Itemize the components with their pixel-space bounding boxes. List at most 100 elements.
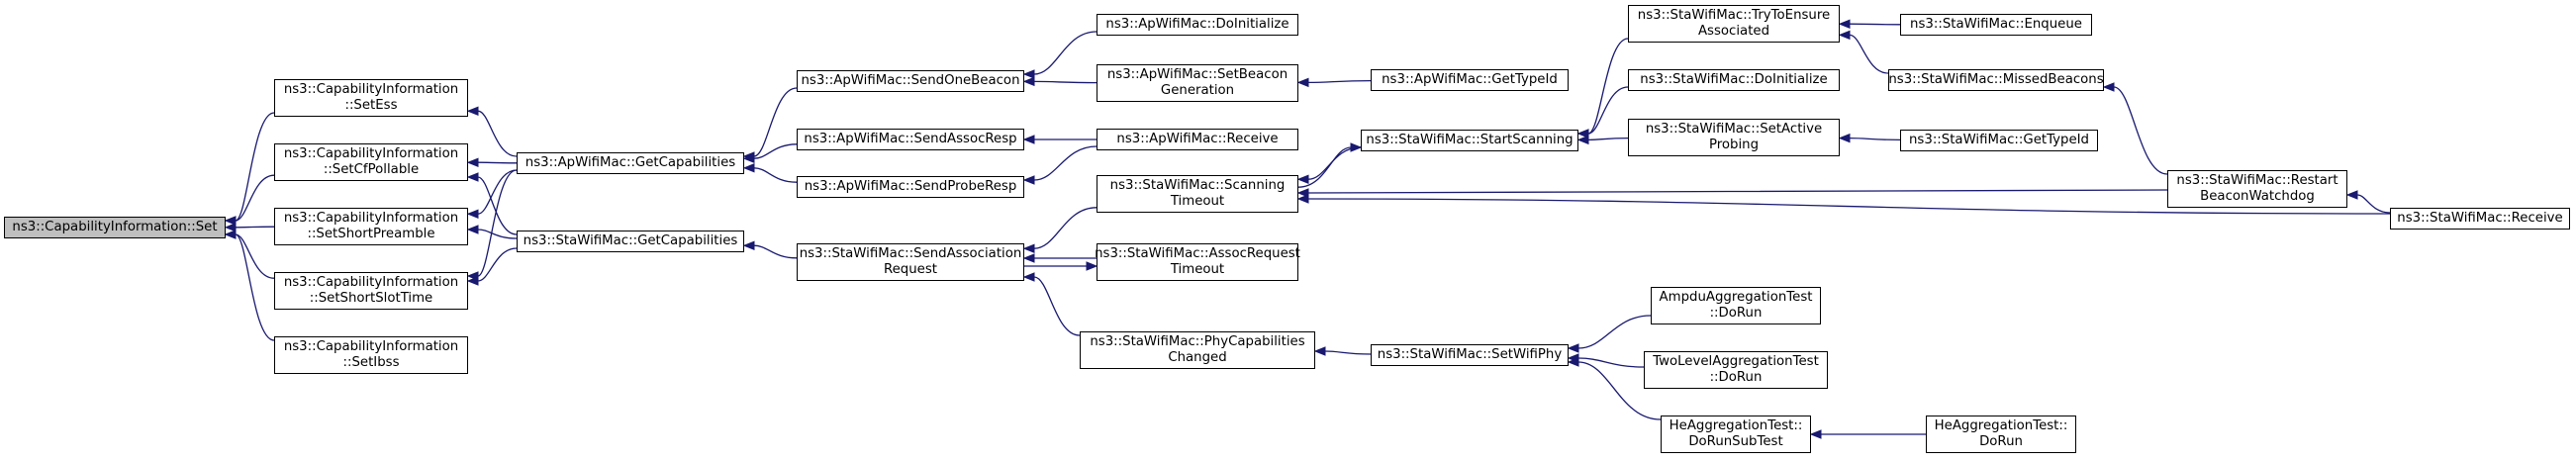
node-label: ns3::ApWifiMac::DoInitialize — [1105, 17, 1289, 32]
node-label: Timeout — [1170, 194, 1225, 209]
node-label: ns3::CapabilityInformation — [283, 339, 459, 354]
node-capabilityinformation-setshortslottime[interactable]: ns3::CapabilityInformation ::SetShortSlo… — [274, 272, 468, 310]
node-apwifimac-setbeacongeneration[interactable]: ns3::ApWifiMac::SetBeacon Generation — [1097, 64, 1298, 102]
node-stawifimac-enqueue[interactable]: ns3::StaWifiMac::Enqueue — [1900, 14, 2092, 36]
node-stawifimac-restartbeaconwatchdog[interactable]: ns3::StaWifiMac::Restart BeaconWatchdog — [2167, 170, 2347, 208]
node-label: ns3::StaWifiMac::GetTypeId — [1909, 133, 2089, 147]
call-edge — [1033, 207, 1097, 249]
node-capabilityinformation-set: ns3::CapabilityInformation::Set — [4, 217, 226, 238]
call-edge — [477, 161, 518, 164]
node-label: ns3::StaWifiMac::SetWifiPhy — [1377, 347, 1563, 362]
node-label: ns3::StaWifiMac::Restart — [2176, 173, 2338, 188]
call-edge — [2113, 86, 2168, 175]
call-edge-arrowhead — [466, 106, 479, 116]
call-edge-arrowhead — [1022, 76, 1035, 87]
node-stawifimac-missedbeacons[interactable]: ns3::StaWifiMac::MissedBeacons — [1888, 69, 2104, 91]
node-label: BeaconWatchdog — [2200, 189, 2315, 204]
node-apwifimac-gettypeid[interactable]: ns3::ApWifiMac::GetTypeId — [1371, 69, 1569, 91]
node-ampduaggregationtest-dorun[interactable]: AmpduAggregationTest ::DoRun — [1651, 287, 1821, 324]
call-edge-arrowhead — [1022, 69, 1035, 79]
call-edge — [1849, 137, 1901, 141]
node-label: ns3::ApWifiMac::GetCapabilities — [525, 155, 736, 170]
call-edge-arrowhead — [466, 276, 479, 286]
call-edge — [235, 233, 275, 279]
call-edge — [235, 233, 275, 341]
node-label: Associated — [1697, 24, 1770, 39]
call-edge-arrowhead — [1296, 188, 1309, 198]
node-label: ::DoRun — [1709, 370, 1763, 385]
node-stawifimac-trytoensureassociated[interactable]: ns3::StaWifiMac::TryToEnsure Associated — [1628, 5, 1840, 43]
node-capabilityinformation-setess[interactable]: ns3::CapabilityInformation ::SetEss — [274, 79, 468, 117]
call-edge-arrowhead — [1022, 175, 1035, 185]
node-stawifimac-sendassociationrequest[interactable]: ns3::StaWifiMac::SendAssociation Request — [797, 243, 1024, 281]
node-label: ns3::CapabilityInformation — [283, 82, 459, 97]
call-edge-arrowhead — [224, 223, 237, 232]
node-label: ::SetShortPreamble — [307, 227, 435, 241]
node-label: ns3::StaWifiMac::Scanning — [1109, 178, 1286, 193]
node-stawifimac-phycapabilitieschanged[interactable]: ns3::StaWifiMac::PhyCapabilities Changed — [1080, 331, 1315, 369]
node-stawifimac-gettypeid[interactable]: ns3::StaWifiMac::GetTypeId — [1900, 130, 2098, 151]
node-heaggregationtest-dorun[interactable]: HeAggregationTest:: DoRun — [1926, 416, 2076, 453]
node-label: ns3::StaWifiMac::GetCapabilities — [523, 233, 738, 248]
call-edge — [477, 176, 518, 235]
node-stawifimac-receive[interactable]: ns3::StaWifiMac::Receive — [2390, 208, 2570, 230]
call-edge — [1849, 23, 1901, 26]
call-edge — [235, 174, 275, 222]
call-edge-arrowhead — [1576, 135, 1589, 145]
call-edge-arrowhead — [742, 163, 755, 173]
node-label: ns3::StaWifiMac::MissedBeacons — [1888, 72, 2104, 87]
node-apwifimac-receive[interactable]: ns3::ApWifiMac::Receive — [1097, 129, 1298, 150]
node-heaggregationtest-dorunsubtest[interactable]: HeAggregationTest:: DoRunSubTest — [1661, 416, 1811, 453]
call-edge — [1324, 350, 1372, 355]
node-capabilityinformation-setibss[interactable]: ns3::CapabilityInformation ::SetIbss — [274, 336, 468, 374]
node-capabilityinformation-setcfpollable[interactable]: ns3::CapabilityInformation ::SetCfPollab… — [274, 143, 468, 181]
call-edge-arrowhead — [742, 153, 755, 163]
call-edge-arrowhead — [1576, 129, 1589, 139]
call-edge-arrowhead — [1022, 135, 1035, 144]
call-edge-arrowhead — [1838, 30, 1851, 41]
node-label: ns3::StaWifiMac::PhyCapabilities — [1090, 334, 1305, 349]
call-edge — [1033, 31, 1097, 75]
node-label: ns3::StaWifiMac::SetActive — [1645, 122, 1823, 137]
node-label: ns3::StaWifiMac::Enqueue — [1910, 17, 2082, 32]
call-edge — [1297, 146, 1352, 188]
call-edge — [2356, 194, 2391, 214]
node-apwifimac-sendonebeacon[interactable]: ns3::ApWifiMac::SendOneBeacon — [797, 70, 1024, 92]
node-label: Generation — [1160, 83, 1235, 98]
call-edge — [477, 110, 518, 157]
node-label: ns3::ApWifiMac::GetTypeId — [1382, 72, 1558, 87]
node-stawifimac-assocrequesttimeout[interactable]: ns3::StaWifiMac::AssocRequest Timeout — [1095, 243, 1300, 281]
node-stawifimac-getcapabilities[interactable]: ns3::StaWifiMac::GetCapabilities — [517, 231, 744, 252]
node-label: ns3::StaWifiMac::TryToEnsure — [1637, 8, 1831, 23]
node-label: ::SetEss — [344, 98, 398, 113]
node-apwifimac-getcapabilities[interactable]: ns3::ApWifiMac::GetCapabilities — [517, 152, 744, 174]
node-label: Probing — [1708, 138, 1760, 152]
node-apwifimac-sendproberesp[interactable]: ns3::ApWifiMac::SendProbeResp — [797, 176, 1024, 198]
node-label: ::SetShortSlotTime — [309, 291, 433, 306]
node-apwifimac-sendassocresp[interactable]: ns3::ApWifiMac::SendAssocResp — [797, 129, 1024, 150]
node-apwifimac-doinitialize[interactable]: ns3::ApWifiMac::DoInitialize — [1097, 14, 1298, 36]
node-stawifimac-setactiveprobing[interactable]: ns3::StaWifiMac::SetActive Probing — [1628, 119, 1840, 156]
node-twolevelaggregationtest-dorun[interactable]: TwoLevelAggregationTest ::DoRun — [1644, 351, 1828, 389]
node-label: ns3::StaWifiMac::DoInitialize — [1640, 72, 1828, 87]
call-edge — [1577, 361, 1662, 420]
node-label: Changed — [1168, 350, 1227, 365]
call-edge — [477, 169, 518, 277]
node-label: ns3::CapabilityInformation — [283, 211, 459, 226]
node-label: ::SetIbss — [342, 355, 400, 370]
node-stawifimac-setwifiphy[interactable]: ns3::StaWifiMac::SetWifiPhy — [1371, 344, 1569, 366]
call-edge-arrowhead — [1022, 272, 1035, 282]
call-edge-arrowhead — [224, 230, 237, 239]
node-label: ns3::ApWifiMac::SetBeacon — [1106, 67, 1288, 82]
call-edge-arrowhead — [1567, 343, 1579, 353]
node-stawifimac-scanningtimeout[interactable]: ns3::StaWifiMac::Scanning Timeout — [1097, 175, 1298, 213]
node-stawifimac-startscanning[interactable]: ns3::StaWifiMac::StartScanning — [1361, 130, 1578, 151]
node-label: ns3::ApWifiMac::SendOneBeacon — [801, 73, 1020, 88]
node-capabilityinformation-setshortpreamble[interactable]: ns3::CapabilityInformation ::SetShortPre… — [274, 208, 468, 245]
node-label: ::DoRun — [1709, 306, 1763, 321]
node-stawifimac-doinitialize[interactable]: ns3::StaWifiMac::DoInitialize — [1628, 69, 1840, 91]
call-edge-arrowhead — [1022, 253, 1035, 263]
node-label: ::SetCfPollable — [323, 162, 420, 177]
call-edge — [1033, 80, 1097, 84]
